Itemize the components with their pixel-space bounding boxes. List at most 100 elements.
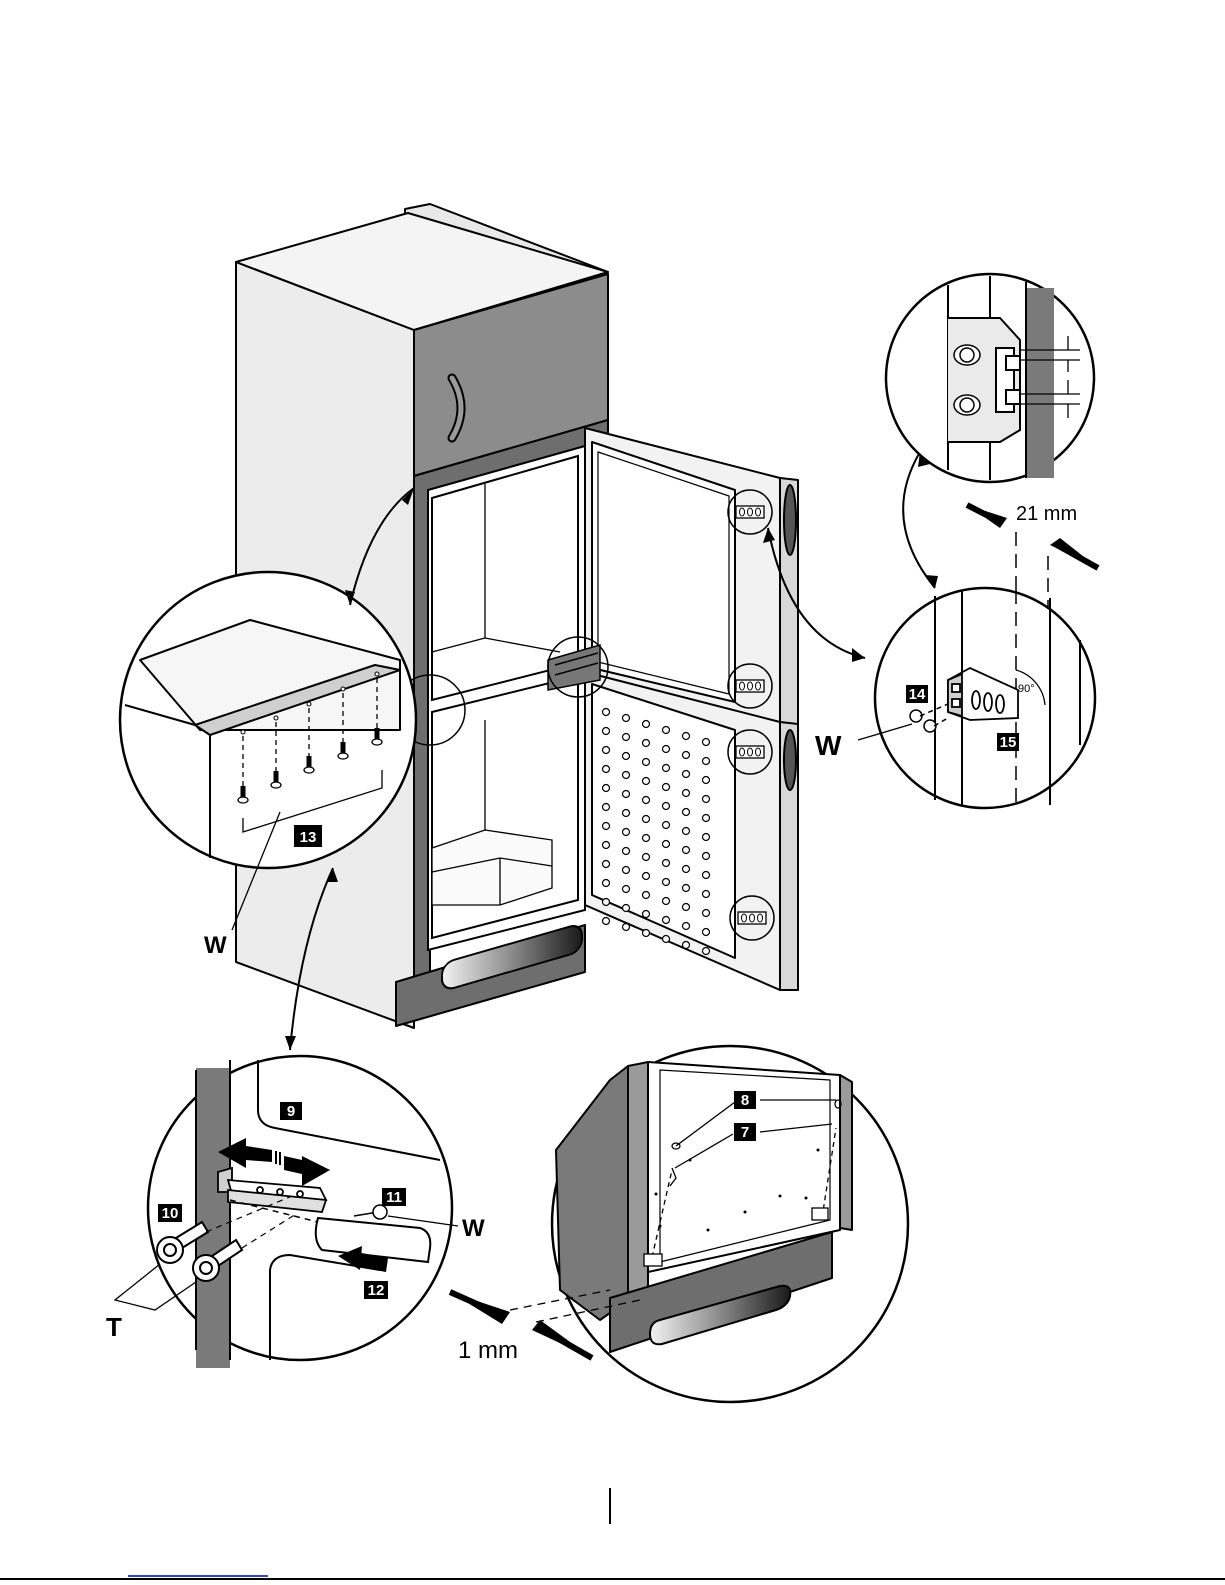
detail-circle-14-15: 90° 14 15 xyxy=(858,588,1095,808)
door-dot xyxy=(663,727,670,734)
door-dot xyxy=(603,766,610,773)
door-dot xyxy=(683,904,690,911)
door-dot xyxy=(603,728,610,735)
door-dot xyxy=(683,809,690,816)
door-dot xyxy=(683,790,690,797)
label-w-right: W xyxy=(815,730,842,761)
door-dot xyxy=(603,842,610,849)
detail-circle-7-8: 8 7 xyxy=(552,1046,908,1402)
label-9: 9 xyxy=(287,1103,295,1120)
door-dot xyxy=(643,930,650,937)
dimension-1mm-label: 1 mm xyxy=(458,1337,518,1364)
door-dot xyxy=(703,834,710,841)
door-dot xyxy=(643,778,650,785)
fridge-cavity xyxy=(428,446,585,950)
door-dot xyxy=(663,860,670,867)
door-dot xyxy=(663,784,670,791)
door-dot xyxy=(683,866,690,873)
door-dot xyxy=(663,822,670,829)
door-dot xyxy=(683,733,690,740)
door-dot xyxy=(603,899,610,906)
label-14: 14 xyxy=(909,686,926,703)
door-dot xyxy=(703,948,710,955)
angle-90-label: 90° xyxy=(1018,683,1035,695)
label-11: 11 xyxy=(386,1189,402,1206)
door-dot xyxy=(663,936,670,943)
door-dot xyxy=(703,891,710,898)
door-dot xyxy=(703,929,710,936)
door-dot xyxy=(663,917,670,924)
door-dot xyxy=(643,892,650,899)
label-t: T xyxy=(106,1312,122,1342)
door-dot xyxy=(643,835,650,842)
door-dot xyxy=(603,747,610,754)
door-dot xyxy=(623,924,630,931)
page-marker xyxy=(609,1488,611,1524)
detail-circle-9-12: 9 10 11 12 xyxy=(115,1056,458,1368)
door-dot xyxy=(703,910,710,917)
door-dot xyxy=(703,815,710,822)
door-dot xyxy=(603,804,610,811)
door-dot xyxy=(623,772,630,779)
door-dot xyxy=(643,797,650,804)
detail-circle-13: 13 xyxy=(120,572,416,868)
label-12: 12 xyxy=(368,1282,385,1299)
door-dot xyxy=(703,796,710,803)
door-dot xyxy=(663,746,670,753)
label-13: 13 xyxy=(300,829,317,846)
footer-link-underline[interactable] xyxy=(128,1575,268,1577)
door-dot xyxy=(643,873,650,880)
door-dot xyxy=(703,777,710,784)
label-w-left: W xyxy=(204,932,227,959)
door-dot xyxy=(703,853,710,860)
door-dot xyxy=(603,861,610,868)
door-dot xyxy=(683,885,690,892)
door-dot xyxy=(643,721,650,728)
hinge-plate xyxy=(736,746,764,758)
door-dot xyxy=(623,753,630,760)
door-dot xyxy=(623,810,630,817)
hinge-plate xyxy=(738,912,766,924)
door-dot xyxy=(683,771,690,778)
door-dot xyxy=(643,759,650,766)
door-dot xyxy=(703,758,710,765)
hinge-plate xyxy=(736,680,764,692)
detail-circle-hinge-top xyxy=(886,274,1094,482)
label-8: 8 xyxy=(741,1092,749,1109)
door-dot xyxy=(663,841,670,848)
door-dot xyxy=(603,823,610,830)
door-dot xyxy=(603,880,610,887)
door-dot xyxy=(603,918,610,925)
door-dot xyxy=(683,923,690,930)
door-dot xyxy=(623,848,630,855)
label-7: 7 xyxy=(741,1124,749,1141)
door-dot xyxy=(603,785,610,792)
door-dot xyxy=(623,905,630,912)
hinge-plate xyxy=(736,506,764,518)
lower-door xyxy=(585,672,798,990)
door-dot xyxy=(683,828,690,835)
door-dot xyxy=(663,879,670,886)
door-dot xyxy=(683,752,690,759)
label-10: 10 xyxy=(162,1205,179,1222)
door-dot xyxy=(623,791,630,798)
door-dot xyxy=(603,709,610,716)
door-dot xyxy=(623,715,630,722)
label-15: 15 xyxy=(1000,734,1017,751)
door-dot xyxy=(663,765,670,772)
footer-rule xyxy=(0,1578,1225,1580)
door-dot xyxy=(623,867,630,874)
label-w-bottom: W xyxy=(462,1215,485,1242)
door-dot xyxy=(703,872,710,879)
door-dot xyxy=(683,847,690,854)
door-dot xyxy=(683,942,690,949)
door-dot xyxy=(643,854,650,861)
door-dot xyxy=(663,898,670,905)
door-dot xyxy=(623,734,630,741)
door-dot xyxy=(623,886,630,893)
dimension-21mm-label: 21 mm xyxy=(1016,503,1077,525)
door-dot xyxy=(643,911,650,918)
door-dot xyxy=(643,740,650,747)
door-dot xyxy=(663,803,670,810)
